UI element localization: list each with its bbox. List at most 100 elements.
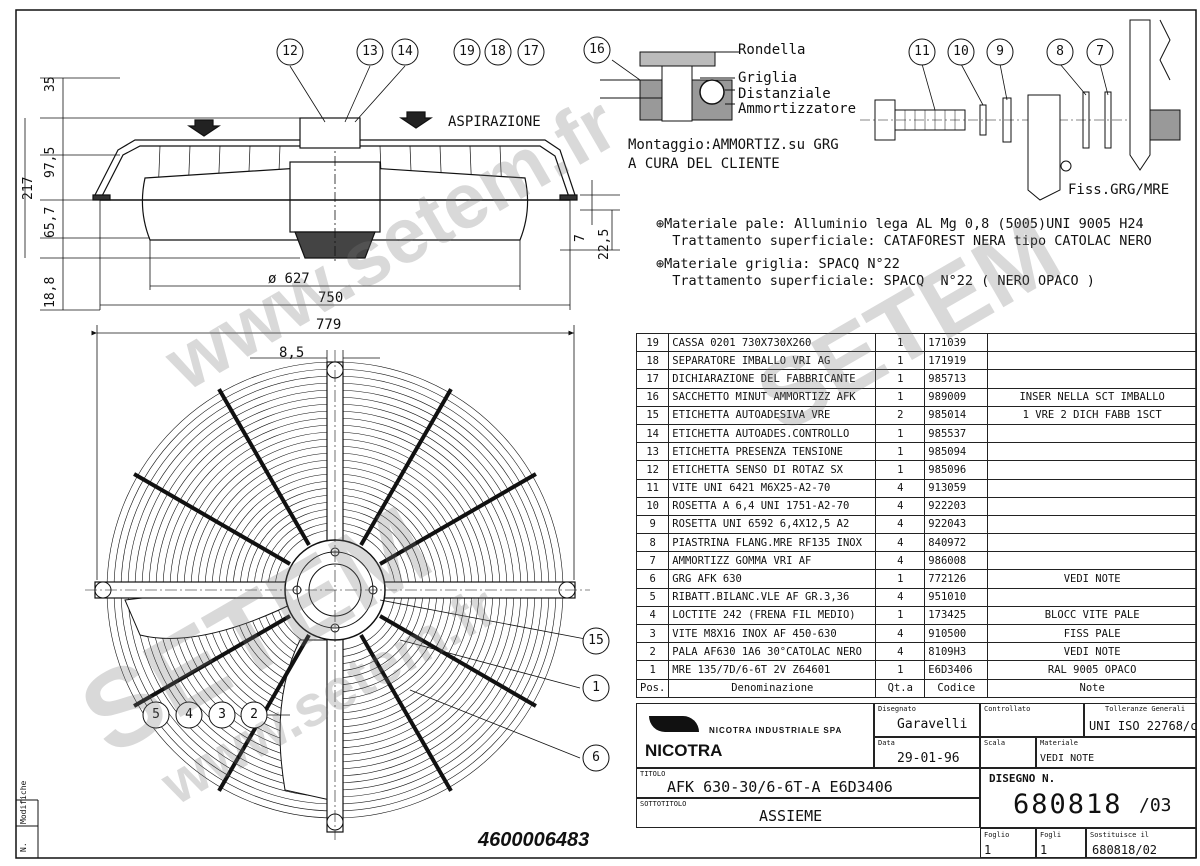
part-code: 985014	[924, 405, 989, 425]
part-pos: 11	[635, 478, 670, 498]
grille-spoke	[359, 634, 453, 792]
part-qty: 4	[875, 496, 926, 516]
part-code: 8109H3	[924, 642, 989, 662]
part-code: 951010	[924, 587, 989, 607]
callout-circle	[142, 701, 170, 729]
sheet-value: 1	[984, 843, 992, 857]
part-code: 922043	[924, 514, 989, 535]
ammortizzatore-label: Ammortizzatore	[738, 101, 857, 117]
part-note	[987, 496, 1197, 516]
part-pos: 3	[635, 623, 670, 644]
part-pos: 18	[635, 351, 670, 371]
callout-number: 5	[152, 707, 160, 722]
nicotra-logo-text: NICOTRA	[645, 741, 723, 760]
part-qty: 1	[875, 351, 926, 371]
part-name: ETICHETTA AUTOADESIVA VRE	[668, 405, 877, 425]
part-qty: 2	[875, 405, 926, 425]
part-pos: 16	[635, 387, 670, 407]
dim-65-7: 65,7	[43, 206, 58, 238]
callout-number: 11	[914, 44, 930, 59]
montaggio-line1: Montaggio:AMMORTIZ.su GRG	[628, 137, 839, 153]
part-code: 173425	[924, 605, 989, 626]
distanziale-label: Distanziale	[738, 86, 831, 102]
part-qty: 1	[875, 332, 926, 353]
drawing-number-value: 680818	[1013, 789, 1123, 820]
callout-circle	[582, 627, 610, 655]
sheets-label: Fogli	[1040, 831, 1062, 839]
dim-217: 217	[21, 176, 36, 200]
aspirazione-label: ASPIRAZIONE	[448, 114, 541, 130]
title-cell: TITOLO AFK 630-30/6-6T-A E6D3406	[636, 768, 980, 798]
dim-750: 750	[318, 290, 344, 306]
part-note	[987, 514, 1197, 535]
callout-number: 19	[459, 44, 475, 59]
callout-circle	[582, 674, 610, 702]
callout-number: 14	[397, 44, 413, 59]
callout-circle	[908, 38, 936, 66]
part-code: 985096	[924, 460, 989, 480]
part-name: ETICHETTA PRESENZA TENSIONE	[668, 442, 877, 462]
sheets-cell: Fogli 1	[1036, 828, 1086, 858]
callout-number: 17	[523, 44, 539, 59]
part-pos: 7	[635, 551, 670, 571]
montaggio-line2: A CURA DEL CLIENTE	[628, 156, 780, 172]
side-view	[92, 111, 578, 262]
part-pos: 8	[635, 533, 670, 553]
griglia-label: Griglia	[738, 70, 798, 86]
part-code: 985713	[924, 369, 989, 389]
callout-number: 12	[282, 44, 298, 59]
part-pos: 9	[635, 514, 670, 535]
designer-label: Disegnato	[878, 705, 916, 713]
callout-number: 18	[490, 44, 506, 59]
part-note: 1 VRE 2 DICH FABB 1SCT	[987, 405, 1197, 425]
part-qty: 1	[875, 423, 926, 444]
part-name: SEPARATORE IMBALLO VRI AG	[668, 351, 877, 371]
part-name: CASSA 0201 730X730X260	[668, 332, 877, 353]
dim-7: 7	[573, 234, 588, 242]
part-code: 913059	[924, 478, 989, 498]
part-pos: 10	[635, 496, 670, 516]
part-qty: 1	[875, 387, 926, 407]
part-pos: 4	[635, 605, 670, 626]
part-name: ETICHETTA AUTOADES.CONTROLLO	[668, 423, 877, 444]
part-note: FISS PALE	[987, 623, 1197, 644]
dim-22-5: 22,5	[597, 228, 612, 260]
front-dims	[91, 325, 575, 580]
callout-circle	[484, 38, 512, 66]
drawing-number-cell: DISEGNO N. 680818 /03	[980, 768, 1197, 828]
header-pos: Pos.	[635, 678, 670, 698]
part-name: AMMORTIZZ GOMMA VRI AF	[668, 551, 877, 571]
detail-16-section	[600, 51, 740, 122]
revision-value: /03	[1139, 795, 1172, 816]
callout-number: 8	[1056, 44, 1064, 59]
callout-circle	[582, 744, 610, 772]
subtitle-cell: SOTTOTITOLO ASSIEME	[636, 798, 980, 828]
material-label: Materiale	[1040, 739, 1078, 747]
part-pos: 13	[635, 442, 670, 462]
callout-circle	[453, 38, 481, 66]
callout-number: 13	[362, 44, 378, 59]
scale-label: Scala	[984, 739, 1006, 747]
drawing-number-label: DISEGNO N.	[989, 772, 1056, 785]
part-code: 985094	[924, 442, 989, 462]
callout-circle	[517, 38, 545, 66]
material-cell: Materiale VEDI NOTE	[1036, 737, 1197, 768]
dim-18-8: 18,8	[43, 276, 58, 308]
header-qty: Qt.a	[875, 678, 926, 698]
designer-value: Garavelli	[897, 717, 968, 732]
header-name: Denominazione	[668, 678, 877, 698]
checked-cell: Controllato	[980, 703, 1084, 737]
part-qty: 4	[875, 533, 926, 553]
part-note	[987, 478, 1197, 498]
n-label: N.	[19, 842, 28, 852]
sheet-cell: Foglio 1	[980, 828, 1036, 858]
